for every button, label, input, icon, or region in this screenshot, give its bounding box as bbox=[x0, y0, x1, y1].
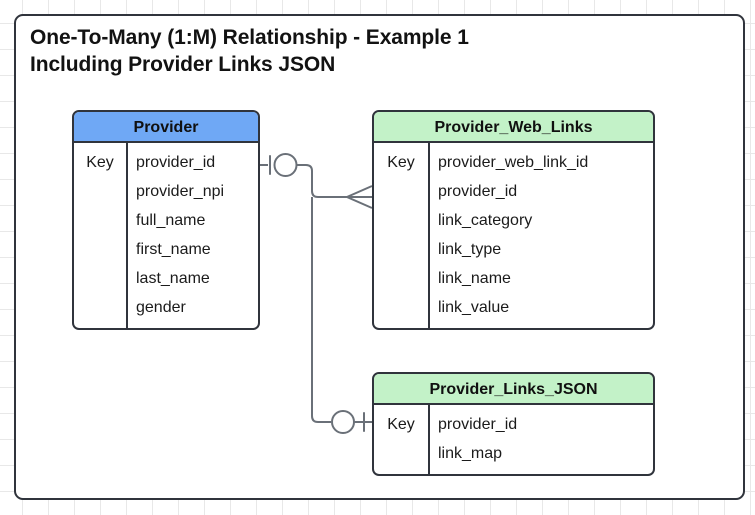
entity-provider-web-links[interactable]: Provider_Web_Links Key provider_web_link… bbox=[372, 110, 655, 330]
entity-field: link_type bbox=[438, 241, 502, 258]
entity-provider-web-links-key-column: Key bbox=[374, 143, 430, 328]
entity-field: gender bbox=[136, 299, 186, 316]
entity-field: provider_id bbox=[438, 416, 518, 433]
entity-provider-web-links-header: Provider_Web_Links bbox=[374, 112, 653, 143]
entity-provider-web-links-field-column: provider_web_link_id provider_id link_ca… bbox=[430, 143, 653, 328]
entity-field: provider_id bbox=[136, 154, 216, 171]
entity-provider-links-json-key-label: Key bbox=[387, 416, 415, 433]
entity-field: provider_web_link_id bbox=[438, 154, 589, 171]
entity-provider-field-column: provider_id provider_npi full_name first… bbox=[128, 143, 258, 328]
entity-provider-key-column: Key bbox=[74, 143, 128, 328]
entity-provider-web-links-body: Key provider_web_link_id provider_id lin… bbox=[374, 143, 653, 328]
page-title-line-2: Including Provider Links JSON bbox=[30, 53, 336, 76]
entity-field: link_value bbox=[438, 299, 510, 316]
entity-field: link_category bbox=[438, 212, 533, 229]
entity-provider-body: Key provider_id provider_npi full_name f… bbox=[74, 143, 258, 328]
entity-provider[interactable]: Provider Key provider_id provider_npi fu… bbox=[72, 110, 260, 330]
entity-field: full_name bbox=[136, 212, 206, 229]
entity-field: first_name bbox=[136, 241, 211, 258]
entity-field: provider_npi bbox=[136, 183, 225, 200]
entity-provider-links-json-key-column: Key bbox=[374, 405, 430, 474]
entity-provider-key-label: Key bbox=[86, 154, 114, 171]
page-title-line-1: One-To-Many (1:M) Relationship - Example… bbox=[30, 26, 469, 49]
entity-provider-web-links-key-label: Key bbox=[387, 154, 415, 171]
entity-provider-links-json-field-column: provider_id link_map bbox=[430, 405, 653, 474]
entity-field: link_map bbox=[438, 445, 503, 462]
entity-provider-links-json-body: Key provider_id link_map bbox=[374, 405, 653, 474]
entity-field: link_name bbox=[438, 270, 511, 287]
entity-field: provider_id bbox=[438, 183, 518, 200]
page-title: One-To-Many (1:M) Relationship - Example… bbox=[30, 24, 690, 78]
entity-field: last_name bbox=[136, 270, 210, 287]
entity-provider-header: Provider bbox=[74, 112, 258, 143]
entity-provider-links-json-header: Provider_Links_JSON bbox=[374, 374, 653, 405]
entity-provider-links-json[interactable]: Provider_Links_JSON Key provider_id link… bbox=[372, 372, 655, 476]
